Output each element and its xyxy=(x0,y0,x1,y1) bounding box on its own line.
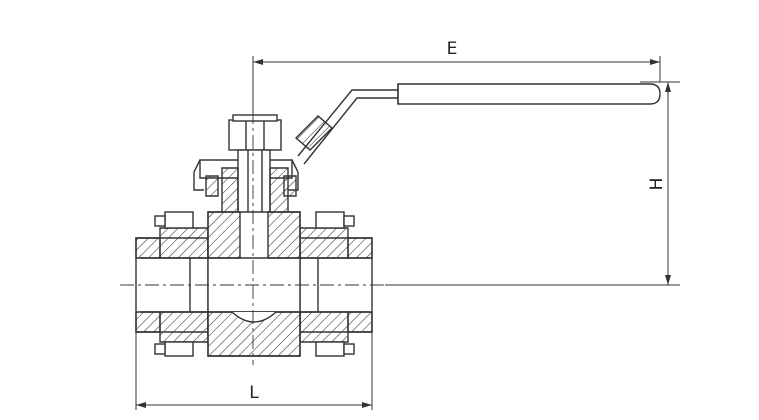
label-l: L xyxy=(249,383,259,403)
dimension-l xyxy=(135,330,373,410)
label-h: H xyxy=(647,178,667,191)
valve-body xyxy=(120,110,385,365)
handle-lever xyxy=(294,83,661,165)
stem-nut xyxy=(228,114,282,151)
label-e: E xyxy=(447,39,458,59)
dimension-h xyxy=(385,81,680,286)
